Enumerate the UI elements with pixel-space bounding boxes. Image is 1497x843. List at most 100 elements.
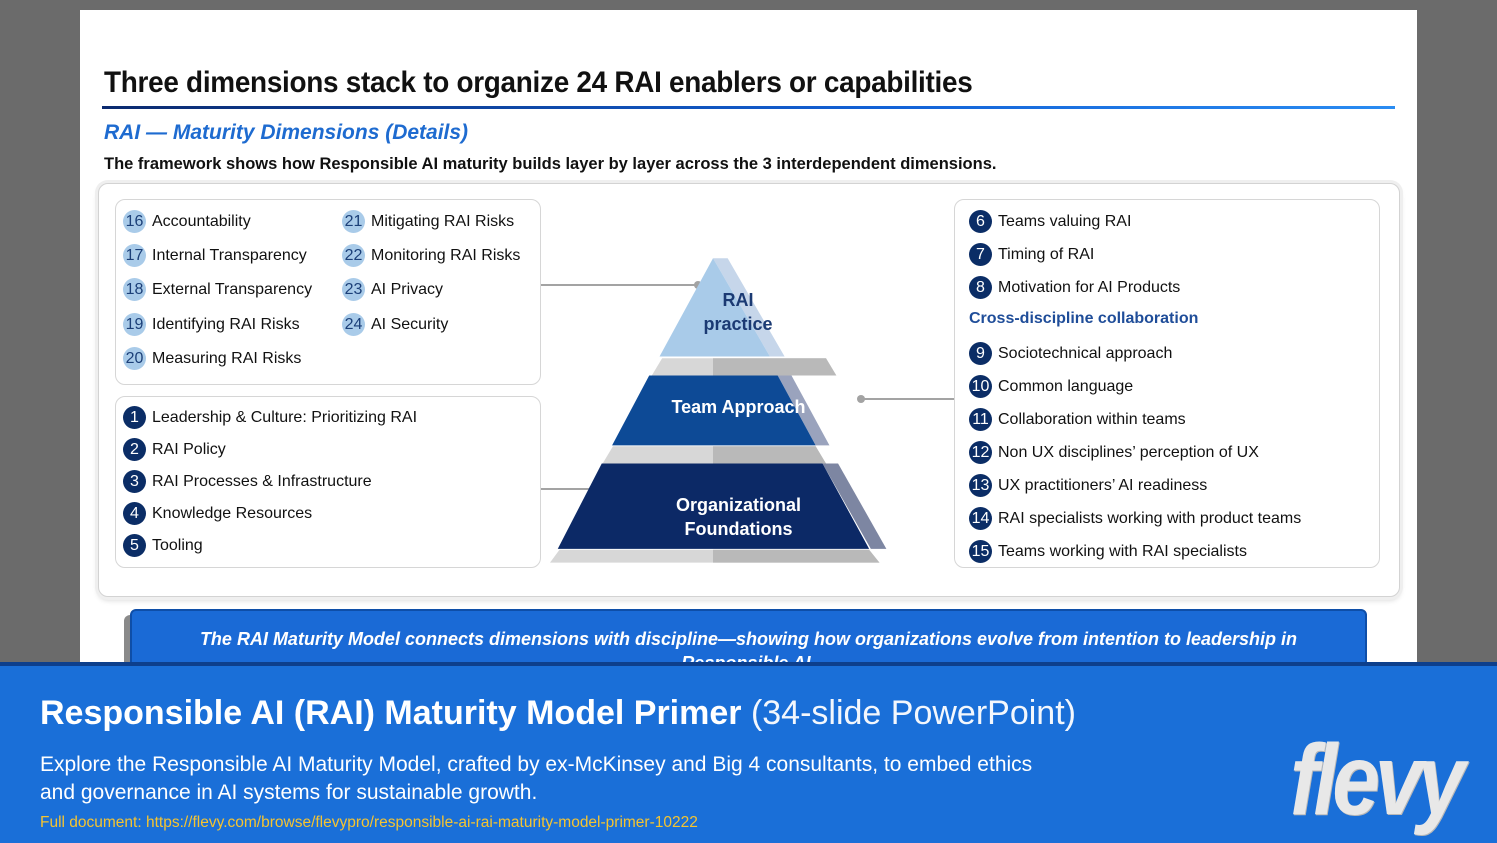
item-number: 22 bbox=[342, 244, 365, 267]
product-banner: Responsible AI (RAI) Maturity Model Prim… bbox=[0, 662, 1497, 843]
list-item: 23 AI Privacy bbox=[342, 278, 443, 301]
item-label: Sociotechnical approach bbox=[998, 344, 1173, 362]
list-item: 2 RAI Policy bbox=[123, 438, 226, 461]
pyramid-slab bbox=[713, 549, 880, 563]
item-number: 11 bbox=[969, 408, 992, 431]
title-rule bbox=[102, 106, 1395, 109]
item-number: 19 bbox=[123, 313, 146, 336]
banner-title: Responsible AI (RAI) Maturity Model Prim… bbox=[40, 694, 1076, 733]
item-label: Common language bbox=[998, 377, 1134, 395]
item-number: 17 bbox=[123, 244, 146, 267]
item-label: RAI Policy bbox=[152, 440, 226, 458]
item-number: 14 bbox=[969, 507, 992, 530]
maturity-pyramid bbox=[550, 258, 887, 563]
item-label: Knowledge Resources bbox=[152, 504, 313, 522]
banner-title-main: Responsible AI (RAI) Maturity Model Prim… bbox=[40, 694, 742, 732]
banner-description: Explore the Responsible AI Maturity Mode… bbox=[40, 753, 1033, 804]
item-number: 7 bbox=[969, 243, 992, 266]
list-item: 3 RAI Processes & Infrastructure bbox=[123, 470, 372, 493]
item-label: AI Privacy bbox=[371, 280, 444, 298]
list-item: 7 Timing of RAI bbox=[969, 243, 1094, 266]
item-number: 21 bbox=[342, 210, 365, 233]
item-number: 23 bbox=[342, 278, 365, 301]
cross-discipline-heading: Cross-discipline collaboration bbox=[969, 310, 1199, 327]
item-number: 4 bbox=[123, 502, 146, 525]
pyramid-label-middle: Team Approach bbox=[671, 397, 806, 417]
connector-dot bbox=[694, 281, 702, 289]
item-label: AI Security bbox=[371, 315, 449, 333]
list-item: 19 Identifying RAI Risks bbox=[123, 313, 300, 336]
pyramid-side-bottom bbox=[822, 463, 887, 549]
item-label: Measuring RAI Risks bbox=[152, 349, 302, 367]
list-item: 9 Sociotechnical approach bbox=[969, 342, 1172, 365]
team-approach-box bbox=[954, 199, 1380, 568]
list-item: 10 Common language bbox=[969, 375, 1133, 398]
item-label: Teams working with RAI specialists bbox=[998, 542, 1247, 560]
list-item: 5 Tooling bbox=[123, 534, 203, 557]
item-label: Collaboration within teams bbox=[998, 410, 1186, 428]
pyramid-side-top bbox=[713, 258, 785, 357]
item-number: 8 bbox=[969, 276, 992, 299]
connector-middle bbox=[862, 398, 954, 400]
pyramid-level-top bbox=[659, 258, 770, 357]
rai-practice-box bbox=[115, 199, 541, 385]
item-number: 5 bbox=[123, 534, 146, 557]
list-item: 12 Non UX disciplines’ perception of UX bbox=[969, 441, 1259, 464]
connector-dot bbox=[857, 395, 865, 403]
item-number: 1 bbox=[123, 406, 146, 429]
banner-title-format: (34-slide PowerPoint) bbox=[750, 694, 1076, 732]
item-number: 24 bbox=[342, 313, 365, 336]
list-item: 16 Accountability bbox=[123, 210, 251, 233]
flevy-logo[interactable]: flevy bbox=[1290, 724, 1465, 836]
list-item: 22 Monitoring RAI Risks bbox=[342, 244, 520, 267]
item-label: RAI Processes & Infrastructure bbox=[152, 472, 372, 490]
list-item: 17 Internal Transparency bbox=[123, 244, 307, 267]
item-number: 9 bbox=[969, 342, 992, 365]
item-label: Internal Transparency bbox=[152, 246, 307, 264]
list-item: 13 UX practitioners’ AI readiness bbox=[969, 474, 1207, 497]
list-item: 20 Measuring RAI Risks bbox=[123, 347, 301, 370]
item-label: Tooling bbox=[152, 536, 203, 554]
connector-bottom bbox=[541, 488, 594, 490]
item-number: 2 bbox=[123, 438, 146, 461]
item-label: Timing of RAI bbox=[998, 245, 1095, 263]
item-label: External Transparency bbox=[152, 280, 313, 298]
item-label: Mitigating RAI Risks bbox=[371, 212, 515, 230]
list-item: 4 Knowledge Resources bbox=[123, 502, 312, 525]
item-number: 18 bbox=[123, 278, 146, 301]
item-label: UX practitioners’ AI readiness bbox=[998, 476, 1208, 494]
item-label: Identifying RAI Risks bbox=[152, 315, 300, 333]
item-number: 13 bbox=[969, 474, 992, 497]
item-number: 15 bbox=[969, 540, 992, 563]
pyramid-level-bottom bbox=[557, 463, 870, 549]
pyramid-side-middle bbox=[777, 375, 830, 446]
item-label: RAI specialists working with product tea… bbox=[998, 509, 1302, 527]
foundations-box bbox=[115, 396, 541, 568]
item-label: Non UX disciplines’ perception of UX bbox=[998, 443, 1259, 461]
item-label: Monitoring RAI Risks bbox=[371, 246, 521, 264]
item-number: 12 bbox=[969, 441, 992, 464]
pyramid-slab bbox=[713, 446, 826, 464]
document-link[interactable]: Full document: https://flevy.com/browse/… bbox=[40, 814, 698, 831]
list-item: 21 Mitigating RAI Risks bbox=[342, 210, 514, 233]
pyramid-label-bottom: Organizational Foundations bbox=[675, 495, 801, 539]
list-item: 8 Motivation for AI Products bbox=[969, 276, 1180, 299]
slide-title: Three dimensions stack to organize 24 RA… bbox=[104, 66, 973, 99]
list-item: 24 AI Security bbox=[342, 313, 448, 336]
pyramid-label-top: RAI practice bbox=[703, 290, 773, 334]
connector-top bbox=[541, 284, 698, 286]
item-number: 20 bbox=[123, 347, 146, 370]
item-number: 16 bbox=[123, 210, 146, 233]
pyramid-level-middle bbox=[612, 375, 816, 446]
pyramid-slab bbox=[713, 358, 837, 376]
item-number: 3 bbox=[123, 470, 146, 493]
item-number: 10 bbox=[969, 375, 992, 398]
section-subtitle: RAI — Maturity Dimensions (Details) bbox=[104, 121, 469, 144]
lead-text: The framework shows how Responsible AI m… bbox=[104, 155, 997, 173]
list-item: 18 External Transparency bbox=[123, 278, 312, 301]
item-label: Motivation for AI Products bbox=[998, 278, 1181, 296]
item-label: Teams valuing RAI bbox=[998, 212, 1132, 230]
item-label: Accountability bbox=[152, 212, 251, 230]
